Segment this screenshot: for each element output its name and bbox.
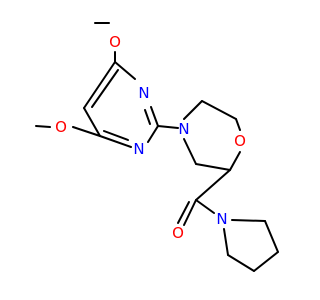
bond-ch2-omorph (235, 118, 241, 131)
bond-nmorph-ch2-top (183, 100, 203, 120)
atom-n-pyrimidine-bottom: N (133, 140, 144, 158)
bond-ch-carbonyl (195, 169, 231, 201)
bond-omorph-ch (229, 151, 241, 171)
bond-c5-c4-double (91, 69, 119, 108)
atom-labels: O N O N N O O N (55, 33, 246, 242)
bond-n3-c2-double (144, 109, 151, 125)
atom-o-morpholine: O (234, 132, 246, 150)
bond-co-1 (183, 199, 197, 226)
bond-co-2 (177, 201, 190, 224)
bond-c5-c4 (83, 61, 116, 109)
bond-n1-c6 (99, 135, 132, 148)
structure-canvas: O N O N N O O N (35, 22, 279, 272)
bond-c6-c5 (83, 107, 101, 137)
bond-ch2-ch2-top (201, 100, 237, 120)
bond-carbonyl-npyrr (195, 199, 215, 214)
bond-c3-c4 (253, 251, 279, 272)
bond-npyrr-c2 (231, 219, 266, 222)
atom-o-carbonyl: O (172, 224, 184, 242)
bond-c2-n1 (147, 125, 159, 143)
bond-c4-c5 (227, 254, 255, 272)
atom-o-methoxy-top: O (109, 33, 121, 51)
bond-c2-nmorph (157, 125, 179, 129)
bond-ch-ch2-bottom (195, 163, 231, 171)
atom-o-methoxy-left: O (55, 118, 67, 136)
atom-n-pyrrolidine: N (216, 210, 227, 228)
bond-c5-npyrr (223, 228, 229, 256)
bond-c2-c3 (264, 220, 279, 253)
bond-ch2-nmorph (183, 138, 197, 165)
bonds (35, 22, 279, 272)
bond-n1-c6-double (103, 130, 129, 141)
atom-n-pyrimidine-top: N (138, 84, 149, 102)
bond-c4-n3 (114, 61, 136, 80)
bond-oleft-methyl (35, 125, 51, 128)
atom-n-morpholine: N (178, 120, 189, 138)
molecule-drawing: O N O N N O O N (35, 22, 279, 272)
bond-c6-oleft (72, 126, 101, 137)
bond-n3-c2 (150, 106, 159, 127)
